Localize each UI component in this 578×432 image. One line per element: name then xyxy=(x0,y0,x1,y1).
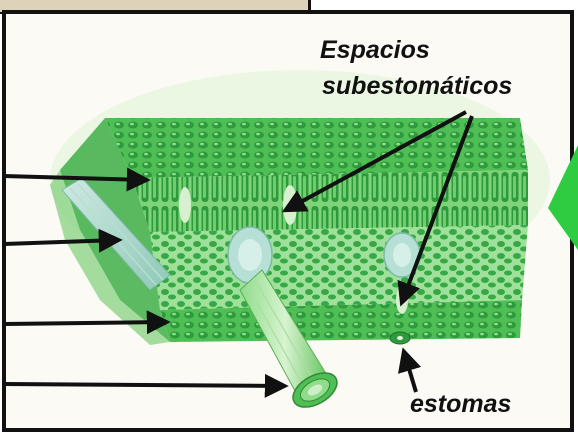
vascular-bundle-1-core xyxy=(238,239,262,271)
pointer-arrow-3 xyxy=(4,322,166,324)
label-estomas: estomas xyxy=(410,390,512,418)
label-espacios-line2: subestomáticos xyxy=(322,72,512,100)
pointer-arrow-4 xyxy=(4,384,284,386)
spongy-layer xyxy=(150,225,528,310)
leaf-upper-epidermis xyxy=(105,118,528,178)
stoma-pore xyxy=(397,336,403,340)
palisade-layer xyxy=(132,170,528,232)
vascular-bundle-2-core xyxy=(393,243,411,267)
label-espacios-line1: Espacios xyxy=(320,36,430,64)
substomatal-space-3 xyxy=(179,187,191,223)
